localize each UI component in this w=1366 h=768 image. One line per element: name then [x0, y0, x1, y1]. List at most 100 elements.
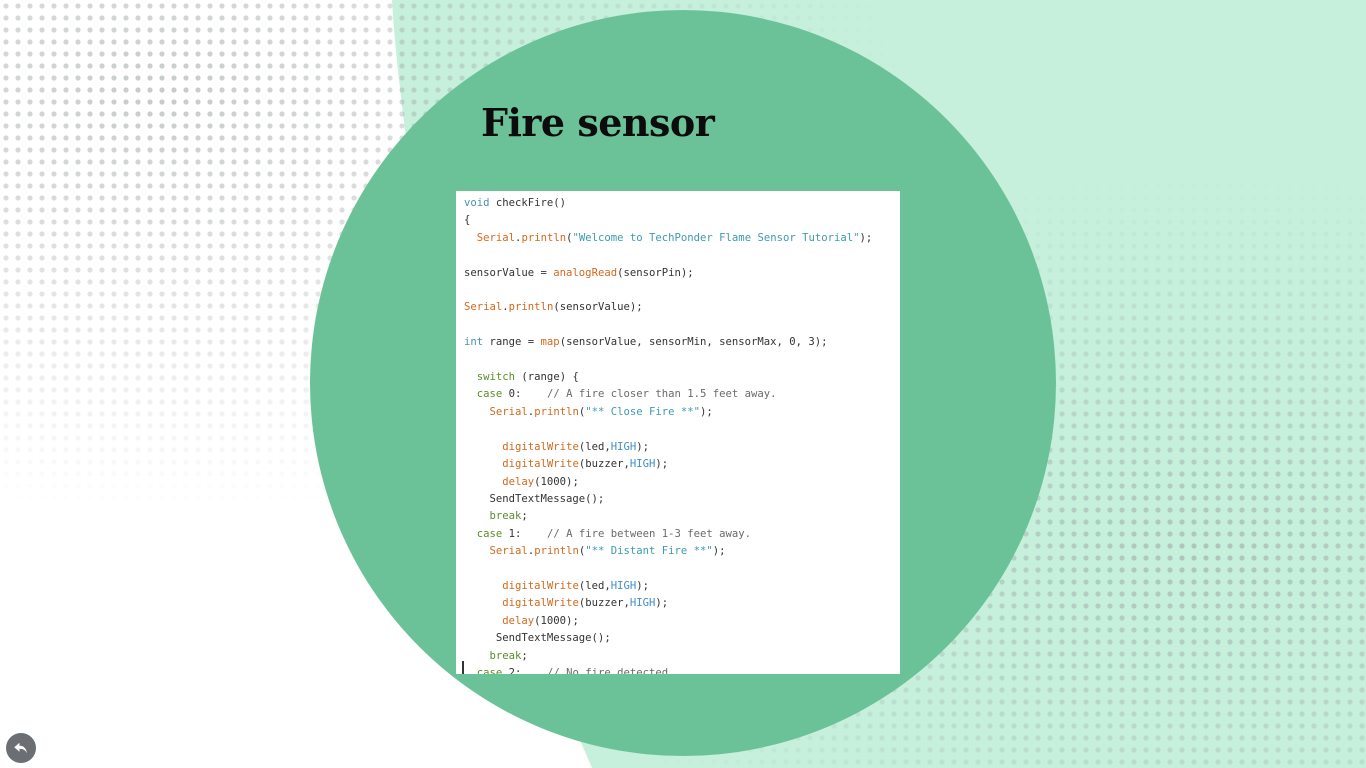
code-token: HIGH [610, 440, 637, 453]
code-line: sensorValue = analogRead(sensorPin); [464, 265, 900, 282]
code-line: delay(1000); [464, 474, 900, 491]
back-button[interactable] [6, 733, 36, 763]
code-token: . [527, 405, 535, 418]
code-token [464, 650, 490, 662]
code-token: HIGH [629, 597, 656, 610]
code-token [464, 441, 502, 453]
code-token: println [534, 405, 579, 418]
code-token: switch [476, 371, 516, 384]
code-token: break [489, 510, 522, 523]
code-line: Serial.println("Welcome to TechPonder Fl… [464, 230, 900, 247]
code-line: switch (range) { [464, 369, 900, 386]
code-line: Serial.println("** Distant Fire **"); [464, 543, 900, 560]
code-line [464, 561, 900, 578]
code-token: (led, [578, 440, 611, 453]
code-token: void [464, 197, 496, 209]
code-token: // A fire between 1-3 feet away. [546, 527, 752, 540]
code-token: range = [489, 336, 541, 349]
code-line: case 1: // A fire between 1-3 feet away. [464, 526, 900, 543]
code-line: SendTextMessage(); [464, 491, 900, 508]
code-token: digitalWrite [502, 440, 579, 453]
code-token: // No fire detected. [546, 666, 675, 674]
code-line [464, 317, 900, 334]
code-token [464, 406, 490, 418]
code-token: // A fire closer than 1.5 feet away. [546, 388, 777, 401]
code-line [464, 352, 900, 369]
code-screenshot: void checkFire(){ Serial.println("Welcom… [456, 191, 900, 674]
code-token [464, 388, 477, 400]
code-token: digitalWrite [502, 579, 579, 592]
code-token: digitalWrite [502, 458, 579, 471]
code-token: Serial [476, 231, 516, 244]
code-token: (sensorValue, sensorMin, sensorMax, 0, 3… [559, 336, 828, 349]
code-token: ); [712, 545, 726, 558]
code-line: delay(1000); [464, 613, 900, 630]
code-line: digitalWrite(buzzer,HIGH); [464, 456, 900, 473]
code-line: { [464, 212, 900, 229]
code-token: Serial [489, 545, 528, 558]
code-line: digitalWrite(led,HIGH); [464, 439, 900, 456]
code-line [464, 421, 900, 438]
code-token: map [540, 336, 560, 349]
code-token [464, 545, 490, 557]
code-token: 0: [502, 388, 547, 401]
code-token: Serial [489, 405, 528, 418]
code-token [464, 458, 502, 470]
code-token: println [508, 301, 554, 314]
code-token: 2: [502, 666, 547, 674]
code-token: SendTextMessage(); [464, 632, 611, 645]
code-token: ); [636, 440, 649, 453]
code-token: (sensorValue); [553, 301, 643, 314]
code-token: ); [700, 405, 713, 418]
code-line [464, 282, 900, 299]
code-token: break [489, 649, 522, 662]
code-token: case [476, 666, 503, 674]
code-token: 1: [502, 527, 547, 540]
code-token: case [476, 527, 503, 540]
code-line: case 0: // A fire closer than 1.5 feet a… [464, 386, 900, 403]
code-line: Serial.println("** Close Fire **"); [464, 404, 900, 421]
code-token: ); [655, 597, 669, 610]
code-line: digitalWrite(led,HIGH); [464, 578, 900, 595]
code-token: delay [502, 475, 535, 488]
text-cursor [462, 661, 464, 674]
code-token: . [502, 301, 509, 314]
slide-title: Fire sensor [481, 100, 715, 145]
code-token: ( [578, 545, 586, 558]
code-token: sensorValue = [464, 266, 554, 279]
code-token [464, 615, 502, 627]
code-token [464, 510, 490, 522]
code-token: (buzzer, [578, 597, 630, 610]
code-token: int [464, 336, 490, 349]
code-line: int range = map(sensorValue, sensorMin, … [464, 334, 900, 351]
code-token: HIGH [629, 458, 656, 471]
code-token: checkFire() [495, 197, 567, 209]
code-token: . [515, 231, 522, 244]
code-token [464, 232, 477, 244]
code-token: Serial [464, 301, 503, 314]
code-token: (1000); [534, 475, 579, 488]
code-token [464, 580, 502, 592]
code-token: case [476, 388, 503, 401]
code-token: "Welcome to TechPonder Flame Sensor Tuto… [572, 231, 860, 244]
code-token: ); [859, 231, 873, 244]
code-token: . [527, 545, 535, 558]
code-token [464, 371, 477, 383]
code-token: println [534, 545, 579, 558]
code-token: SendTextMessage(); [464, 492, 605, 505]
code-token: "** Close Fire **" [585, 405, 701, 418]
code-token: digitalWrite [502, 597, 579, 610]
code-token: analogRead [553, 266, 618, 279]
code-token [464, 597, 502, 609]
code-line: void checkFire() [464, 195, 900, 212]
code-line [464, 247, 900, 264]
code-token: ; [521, 649, 528, 662]
code-line: SendTextMessage(); [464, 630, 900, 647]
code-token: println [521, 231, 567, 244]
code-token: (led, [578, 579, 611, 592]
code-token [464, 667, 477, 674]
code-token [464, 476, 502, 488]
code-token: delay [502, 614, 535, 627]
code-line: digitalWrite(buzzer,HIGH); [464, 595, 900, 612]
